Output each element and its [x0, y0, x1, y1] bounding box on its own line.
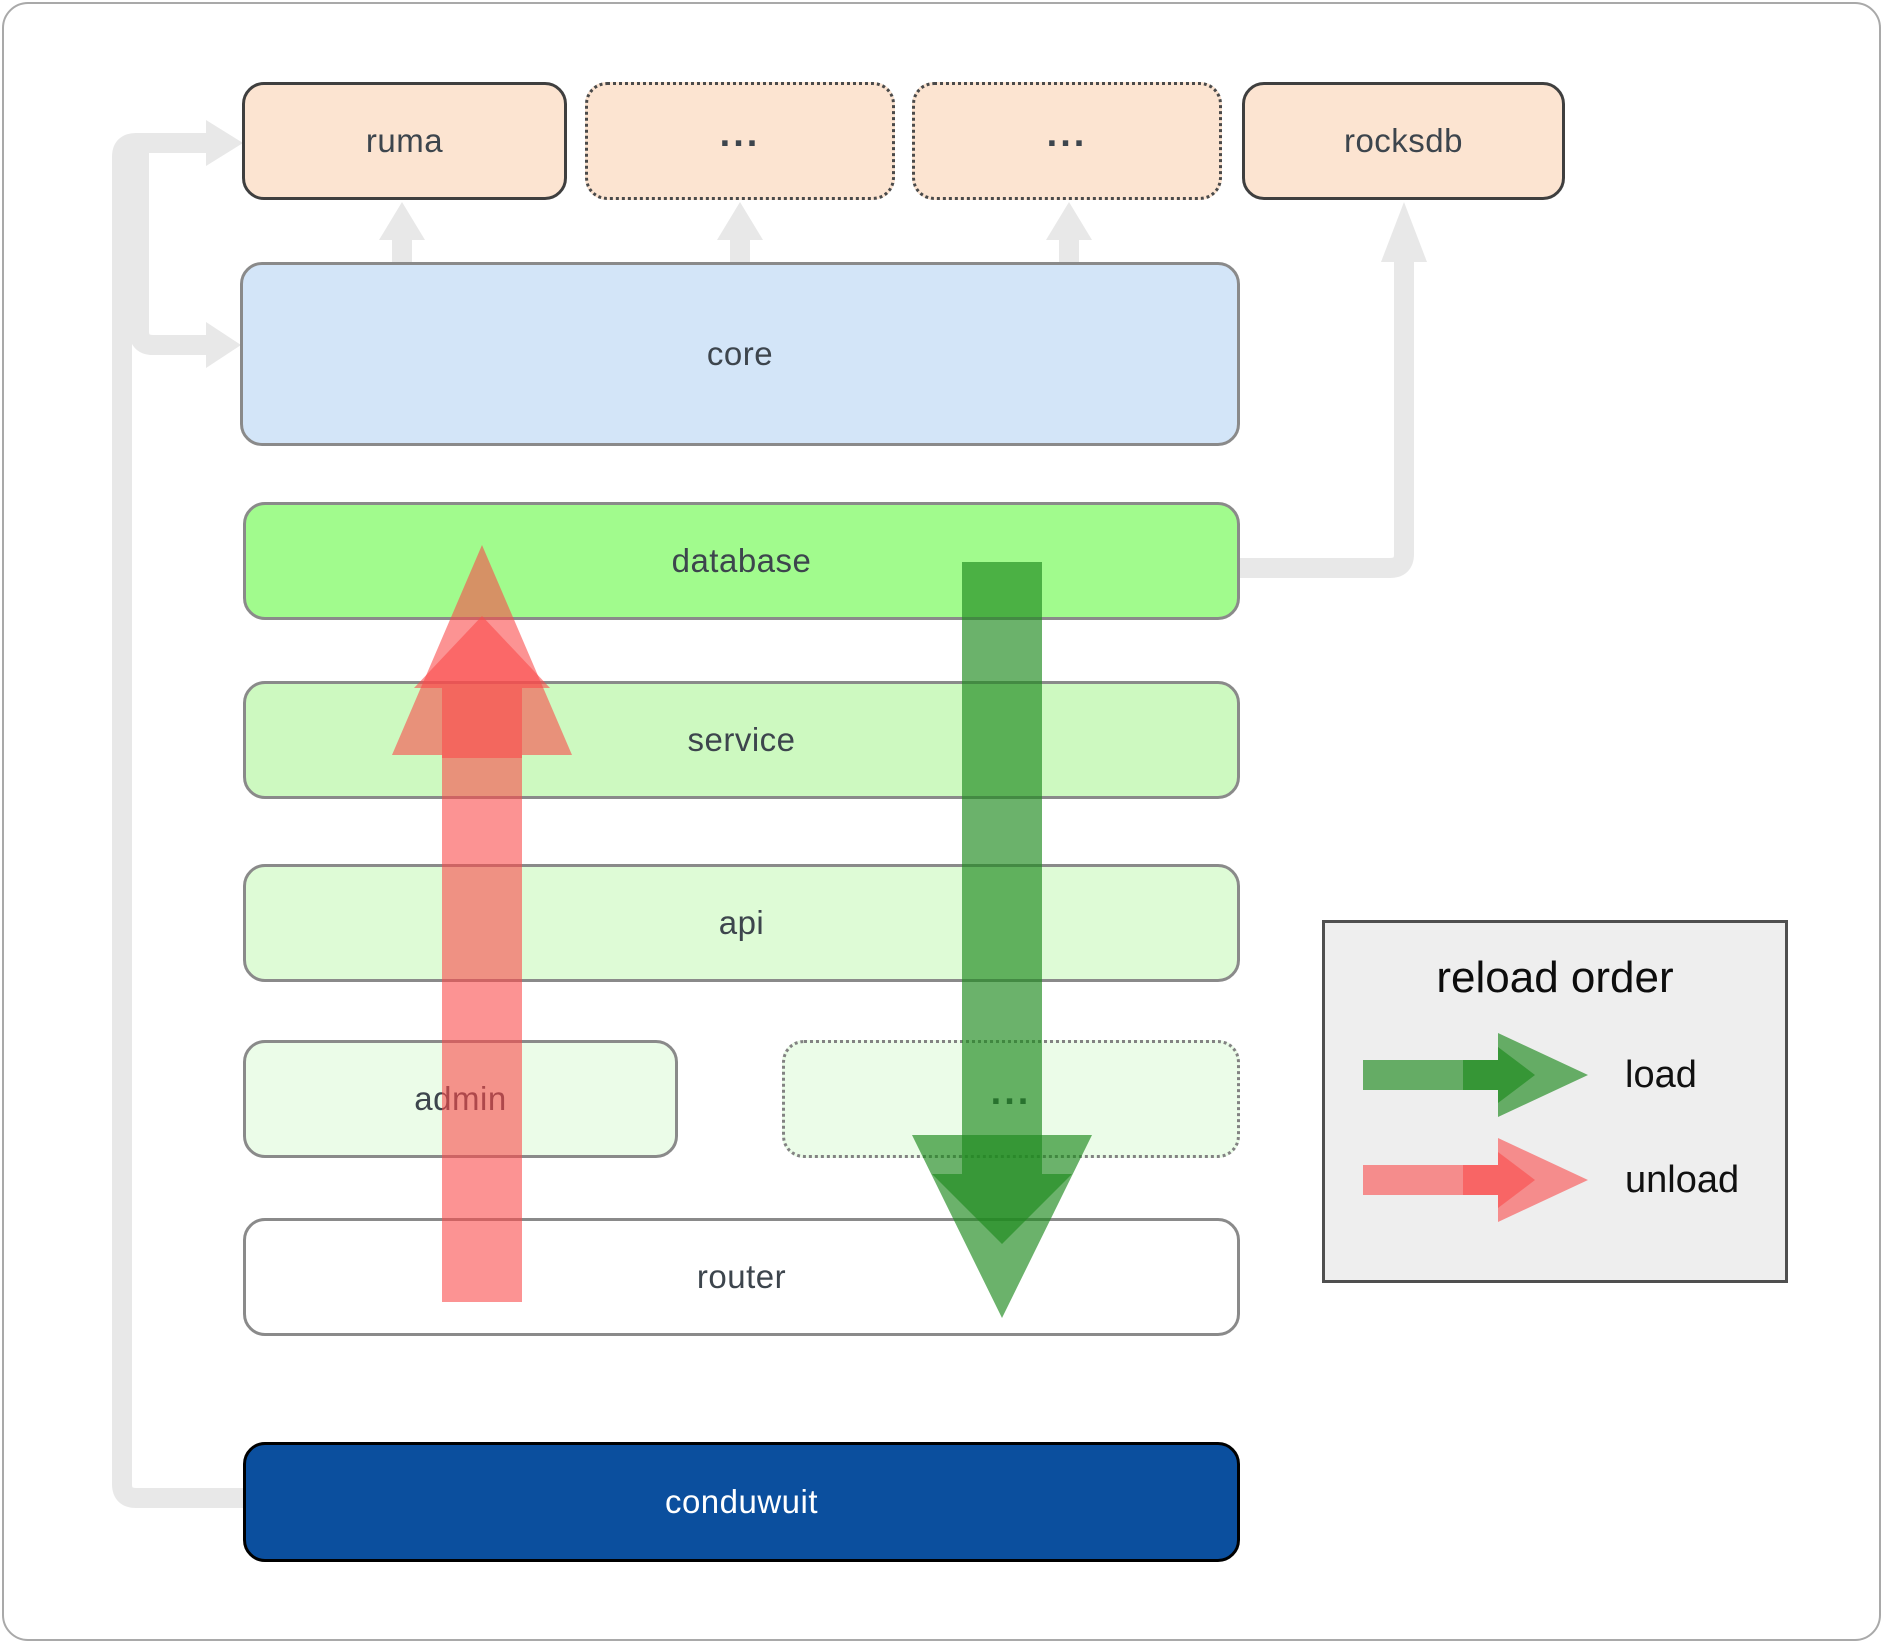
node-rocksdb: rocksdb: [1242, 82, 1565, 200]
node-core: core: [240, 262, 1240, 446]
connector-conduwuit-to-core: [129, 153, 206, 355]
node-database: database: [243, 502, 1240, 620]
arrowhead-into-core: [206, 322, 241, 368]
node-label: admin: [414, 1080, 507, 1117]
legend: reload order load unload: [1322, 920, 1788, 1283]
legend-title: reload order: [1436, 953, 1674, 1002]
legend-row-load: load: [1353, 1018, 1697, 1133]
arrowhead-core-ellipsis1: [717, 202, 763, 240]
node-admin: admin: [243, 1040, 678, 1158]
node-label: database: [671, 542, 812, 579]
node-api: api: [243, 864, 1240, 982]
arrowhead-core-ruma: [379, 202, 425, 240]
node-label: conduwuit: [664, 1483, 819, 1520]
legend-label-unload: unload: [1625, 1159, 1740, 1201]
node-label: ruma: [365, 122, 444, 159]
node-ruma: ruma: [242, 82, 567, 200]
connector-conduwuit-to-ruma: [112, 133, 243, 1508]
load-arrow-icon: [1363, 1033, 1588, 1117]
node-label: router: [696, 1258, 787, 1295]
arrowhead-core-ellipsis2: [1046, 202, 1092, 240]
node-ellipsis-top-2: ...: [912, 82, 1222, 200]
legend-row-unload: unload: [1353, 1123, 1739, 1238]
node-label: api: [718, 904, 765, 941]
arrowhead-into-rocksdb: [1381, 202, 1427, 262]
node-ellipsis-mid: ...: [782, 1040, 1240, 1158]
node-label: ...: [990, 1071, 1032, 1113]
node-label: rocksdb: [1343, 122, 1464, 159]
node-conduwuit: conduwuit: [243, 1442, 1240, 1562]
node-router: router: [243, 1218, 1240, 1336]
unload-arrow-icon: [1363, 1138, 1588, 1222]
node-label: ...: [719, 113, 761, 155]
node-service: service: [243, 681, 1240, 799]
connector-database-to-rocksdb: [1240, 258, 1414, 578]
node-label: core: [706, 335, 774, 372]
legend-label-load: load: [1625, 1054, 1697, 1096]
arrowhead-into-ruma: [206, 120, 243, 166]
node-label: service: [687, 721, 796, 758]
node-ellipsis-top-1: ...: [585, 82, 895, 200]
node-label: ...: [1046, 113, 1088, 155]
